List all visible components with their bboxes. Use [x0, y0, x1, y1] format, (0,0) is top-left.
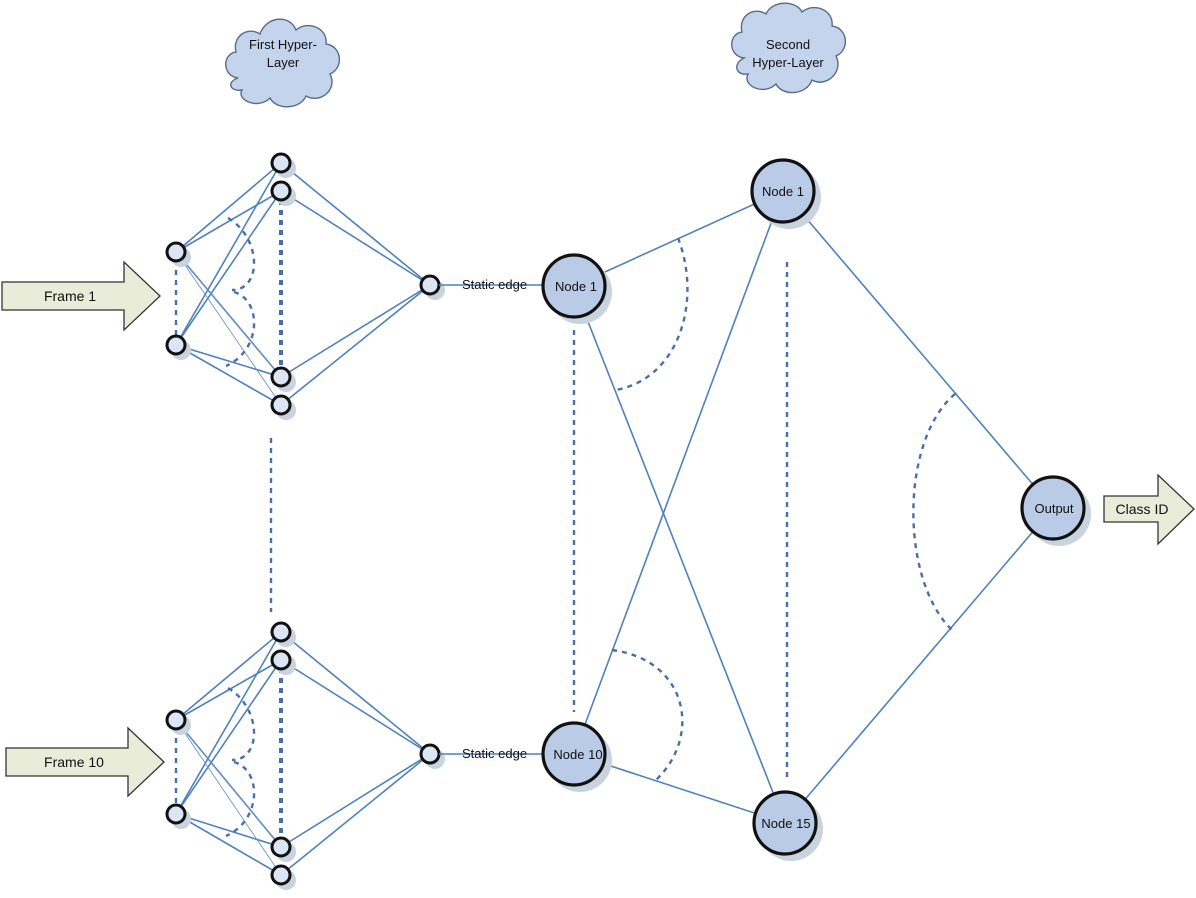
cloud-first-line-2: Layer: [267, 55, 300, 70]
input-arrow-frame-10-label: Frame 10: [44, 754, 104, 770]
cluster-bottom-hidden-node: [270, 864, 296, 890]
layer2-node-1-label: Node 1: [762, 184, 804, 199]
output-node-label: Output: [1034, 501, 1073, 516]
cluster-top-hidden-node: [270, 152, 296, 178]
cluster-top: [165, 152, 445, 420]
layer2-node-15-label: Node 15: [761, 816, 810, 831]
cluster-bottom-input-node: [165, 709, 191, 735]
cluster-bottom-input-node: [165, 803, 191, 829]
cluster-bottom: [165, 621, 445, 890]
layer2-node-15: Node 15: [752, 790, 823, 861]
cluster-bottom-aggregator-node: [419, 743, 445, 769]
cluster-top-input-node: [165, 241, 191, 267]
output-node: Output: [1020, 475, 1091, 546]
second-layer-edges: [572, 190, 1054, 824]
input-arrow-frame-1: Frame 1: [1, 260, 161, 332]
static-edge-bottom-label: Static edge: [462, 746, 527, 761]
cloud-second-hyper-layer: Second Hyper-Layer: [731, 2, 846, 94]
cluster-top-aggregator-node: [419, 274, 445, 300]
cluster-bottom-hidden-node: [270, 649, 296, 675]
layer1-node-1: Node 1: [541, 253, 612, 324]
output-arrow-class-id: Class ID: [1103, 473, 1195, 546]
input-arrow-frame-10: Frame 10: [5, 726, 165, 798]
static-edge-top-label: Static edge: [462, 277, 527, 292]
cluster-top-hidden-node: [270, 366, 296, 392]
layer2-node-1: Node 1: [750, 158, 821, 229]
layer1-node-10: Node 10: [541, 721, 612, 792]
cloud-first-line-1: First Hyper-: [249, 37, 317, 52]
cloud-first-hyper-layer: First Hyper- Layer: [225, 18, 340, 108]
cloud-second-line-2: Hyper-Layer: [752, 55, 824, 70]
cluster-bottom-hidden-node: [270, 836, 296, 862]
cloud-second-line-1: Second: [766, 37, 810, 52]
layer1-node-10-label: Node 10: [553, 747, 602, 762]
cluster-top-input-node: [165, 334, 191, 360]
output-arrow-label: Class ID: [1116, 501, 1169, 517]
input-arrow-frame-1-label: Frame 1: [44, 288, 96, 304]
cluster-top-hidden-node: [270, 180, 296, 206]
cluster-top-hidden-node: [270, 394, 296, 420]
cluster-bottom-hidden-node: [270, 621, 296, 647]
layer1-node-1-label: Node 1: [555, 279, 597, 294]
